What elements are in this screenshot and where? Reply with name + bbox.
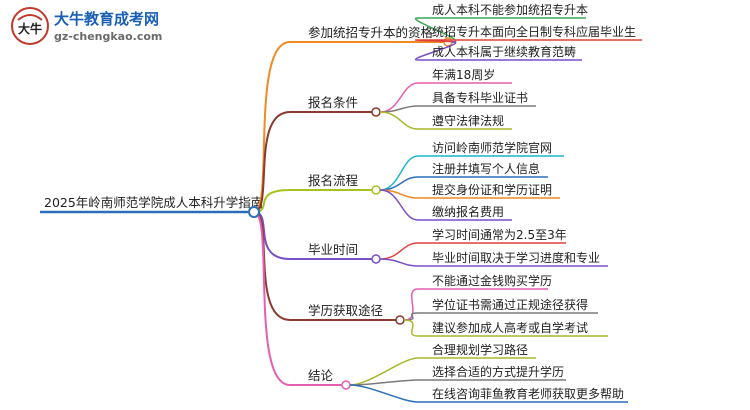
child-connector <box>379 189 419 221</box>
logo-mark-icon: 大牛 <box>11 7 49 45</box>
child-label[interactable]: 建议参加成人高考或自学考试 <box>432 320 588 335</box>
branch-label[interactable]: 参加统招专升本的资格 <box>308 25 434 40</box>
branch-node[interactable] <box>341 380 351 390</box>
child-connector <box>379 258 419 267</box>
logo-title: 大牛教育成考网 <box>54 10 160 28</box>
child-connector <box>379 176 419 191</box>
branch-node[interactable] <box>371 254 381 264</box>
child-connector <box>379 111 419 130</box>
child-label[interactable]: 访问岭南师范学院官网 <box>432 140 552 155</box>
branch-connector <box>253 111 291 213</box>
child-label[interactable]: 提交身份证和学历证明 <box>432 182 552 197</box>
child-connector <box>403 288 419 321</box>
branch-connector <box>253 41 291 213</box>
child-label[interactable]: 不能通过金钱购买学历 <box>432 273 552 288</box>
child-label[interactable]: 遵守法律法规 <box>432 113 504 128</box>
branch-node[interactable] <box>371 107 381 117</box>
child-label[interactable]: 年满18周岁 <box>432 67 495 82</box>
child-label[interactable]: 缴纳报名费用 <box>432 204 504 219</box>
logo-url: gz-chengkao.com <box>54 30 163 43</box>
root-node[interactable] <box>248 206 260 218</box>
child-label[interactable]: 学位证书需通过正规途径获得 <box>432 297 588 312</box>
child-connector <box>349 384 419 403</box>
branch-connector <box>253 211 291 386</box>
child-label[interactable]: 毕业时间取决于学习进度和专业 <box>432 250 600 265</box>
child-connector <box>379 105 419 113</box>
branch-label[interactable]: 毕业时间 <box>308 242 358 257</box>
child-label[interactable]: 学习时间通常为2.5至3年 <box>432 227 567 242</box>
branch-label[interactable]: 报名条件 <box>308 95 358 110</box>
child-connector <box>414 41 457 61</box>
child-connector <box>379 242 419 260</box>
child-label[interactable]: 合理规划学习路径 <box>432 342 528 357</box>
child-label[interactable]: 选择合适的方式提升学历 <box>432 364 564 379</box>
branch-node[interactable] <box>371 185 381 195</box>
child-label[interactable]: 在线咨询菲鱼教育老师获取更多帮助 <box>432 386 624 401</box>
branch-label[interactable]: 报名流程 <box>308 173 359 188</box>
child-label[interactable]: 成人本科属于继续教育范畴 <box>432 44 576 59</box>
branch-label[interactable]: 结论 <box>308 368 334 383</box>
child-label[interactable]: 注册并填写个人信息 <box>432 161 540 176</box>
child-connector <box>403 319 419 337</box>
child-connector <box>379 82 419 113</box>
branch-connector <box>253 211 291 321</box>
site-logo[interactable]: 大牛 大牛教育成考网 gz-chengkao.com <box>10 6 210 50</box>
logo-mark-text: 大牛 <box>18 21 42 36</box>
child-label[interactable]: 成人本科不能参加统招专升本 <box>432 2 588 17</box>
branch-node[interactable] <box>395 315 405 325</box>
root-label[interactable]: 2025年岭南师范学院成人本科升学指南 <box>44 195 263 210</box>
branch-label[interactable]: 学历获取途径 <box>308 303 383 318</box>
child-label[interactable]: 具备专科毕业证书 <box>432 90 528 105</box>
child-label[interactable]: 统招专升本面向全日制专科应届毕业生 <box>432 24 636 39</box>
